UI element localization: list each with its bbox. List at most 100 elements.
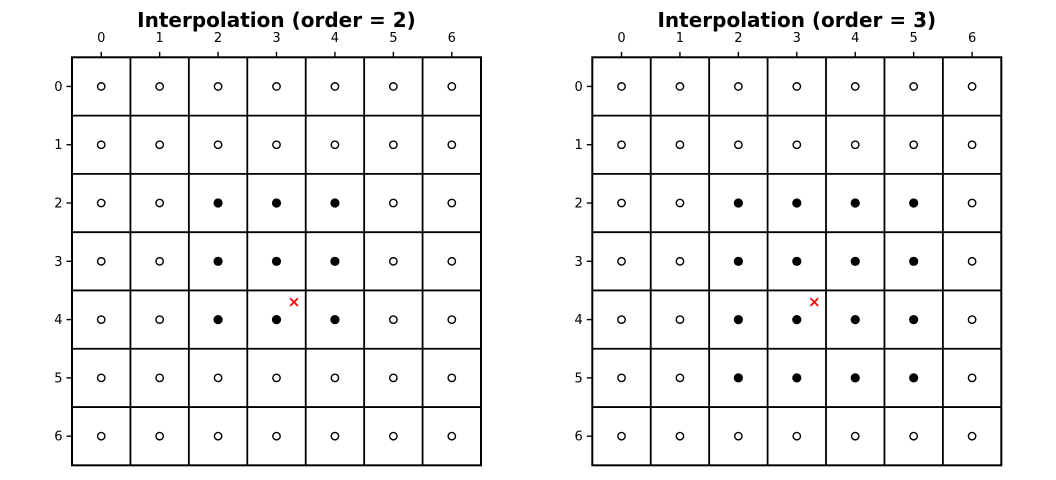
open-point-marker [155,431,165,441]
open-point-marker [330,373,340,383]
open-point-marker [272,373,281,383]
open-point-marker [447,140,457,150]
filled-point-marker [792,315,802,325]
filled-point-marker [213,198,223,208]
open-point-marker [967,256,977,266]
filled-point-marker [792,373,802,383]
open-point-marker [213,373,223,383]
y-tick-label: 6 [54,430,62,445]
open-point-marker [733,140,743,150]
open-point-marker [388,315,398,325]
open-point-marker [675,82,685,91]
open-point-marker [96,198,106,208]
open-point-marker [675,431,685,441]
y-tick-label: 5 [575,371,583,386]
open-point-marker [388,373,398,383]
open-point-marker [675,256,685,266]
filled-point-marker [850,198,860,208]
x-tick-label: 0 [617,31,625,46]
y-tick-label: 1 [575,138,583,153]
y-tick-label: 1 [54,138,62,153]
open-point-marker [792,431,802,441]
open-point-marker [96,315,106,325]
filled-point-marker [271,198,282,208]
x-tick-label: 1 [156,31,164,46]
x-tick-label: 4 [331,31,339,46]
y-tick-label: 2 [54,197,62,212]
open-point-marker [850,140,860,150]
open-point-marker [447,373,457,383]
y-tick-label: 5 [54,371,62,386]
y-tick-label: 0 [575,80,583,95]
open-point-marker [909,140,919,150]
open-point-marker [213,82,223,91]
filled-point-marker [733,373,743,383]
open-point-marker [388,82,398,91]
open-point-marker [330,431,340,441]
open-point-marker [155,315,165,325]
open-point-marker [96,373,106,383]
filled-point-marker [733,198,743,208]
open-point-marker [155,198,165,208]
filled-point-marker [909,373,919,383]
x-tick-label: 0 [97,31,105,46]
filled-point-marker [909,315,919,325]
open-point-marker [447,256,457,266]
open-point-marker [213,431,223,441]
open-point-marker [733,82,743,91]
filled-point-marker [850,315,860,325]
open-point-marker [447,315,457,325]
open-point-marker [909,82,919,91]
filled-point-marker [733,256,743,266]
open-point-marker [155,373,165,383]
open-point-marker [733,431,743,441]
filled-point-marker [330,198,340,208]
open-point-marker [388,431,398,441]
open-point-marker [675,315,685,325]
open-point-marker [617,82,626,91]
filled-point-marker [909,198,919,208]
y-tick-label: 4 [54,313,62,328]
filled-point-marker [213,256,223,266]
query-cross-icon [289,297,299,307]
open-point-marker [967,315,977,325]
open-point-marker [96,431,106,441]
x-tick-label: 2 [734,31,742,46]
filled-point-marker [271,315,282,325]
open-point-marker [792,82,802,91]
open-point-marker [330,82,340,91]
open-point-marker [155,82,165,91]
y-tick-label: 4 [575,313,583,328]
open-point-marker [967,198,977,208]
filled-point-marker [792,198,802,208]
open-point-marker [792,140,802,150]
x-tick-label: 2 [214,31,222,46]
open-point-marker [388,140,398,150]
y-tick-label: 2 [575,197,583,212]
filled-point-marker [850,256,860,266]
query-cross-icon [810,297,819,307]
open-point-marker [675,198,685,208]
open-point-marker [447,198,457,208]
open-point-marker [213,140,223,150]
open-point-marker [447,82,457,91]
y-tick-label: 3 [54,255,62,270]
x-tick-label: 3 [793,31,801,46]
open-point-marker [617,140,626,150]
filled-point-marker [792,256,802,266]
filled-point-marker [213,315,223,325]
open-point-marker [96,256,106,266]
filled-point-marker [909,256,919,266]
open-point-marker [447,431,457,441]
x-tick-label: 5 [910,31,918,46]
x-tick-label: 6 [448,31,456,46]
open-point-marker [617,198,626,208]
x-tick-label: 1 [676,31,684,46]
open-point-marker [675,373,685,383]
filled-point-marker [271,256,282,266]
open-point-marker [617,315,626,325]
open-point-marker [330,140,340,150]
